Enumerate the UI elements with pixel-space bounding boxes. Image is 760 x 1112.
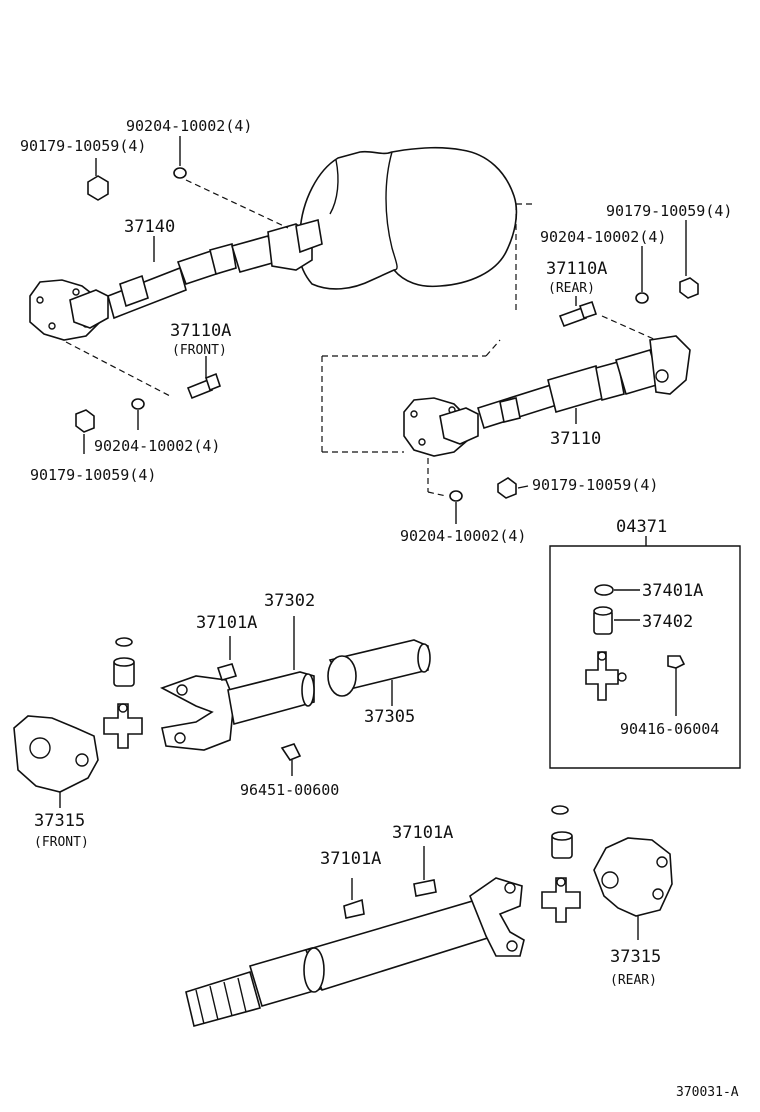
nut-icon — [679, 277, 699, 299]
grease-fitting-icon — [667, 655, 686, 716]
label-bolt-37110a-front: 37110A — [170, 321, 231, 341]
propeller-shaft-37140 — [29, 218, 323, 341]
transmission-housing — [297, 146, 518, 290]
label-yoke-37302: 37302 — [264, 591, 315, 611]
label-bolt-37110a-rear: 37110A — [546, 259, 607, 279]
label-left-nut-90179: 90179-10059(4) — [30, 466, 156, 484]
sleeve-37305 — [327, 639, 431, 706]
label-kit-04371: 04371 — [616, 517, 667, 537]
label-rear-tag: (REAR) — [548, 281, 595, 296]
bolt-front-icon — [186, 372, 221, 400]
washer-icon — [449, 490, 463, 502]
label-flange-front-tag: (FRONT) — [34, 835, 89, 850]
label-plate-37101a-upper: 37101A — [196, 613, 257, 633]
bolt-rear-icon — [558, 300, 598, 328]
flange-37315-front — [13, 715, 99, 808]
label-sleeve-37305: 37305 — [364, 707, 415, 727]
label-right-nut-90179-mid: 90179-10059(4) — [532, 476, 658, 494]
label-kit-90416: 90416-06004 — [620, 720, 719, 738]
label-top-washer-90204: 90204-10002(4) — [126, 117, 252, 135]
kit-04371-box — [549, 536, 741, 769]
flange-37315-rear — [593, 837, 673, 940]
hardware-top — [75, 167, 699, 502]
label-flange-rear-tag: (REAR) — [610, 973, 657, 988]
leader-lines-top — [83, 136, 687, 524]
label-left-washer-90204: 90204-10002(4) — [94, 437, 220, 455]
label-flange-37315-front: 37315 — [34, 811, 85, 831]
bearing-cup-icon — [593, 606, 613, 635]
washer-icon — [173, 167, 187, 179]
label-plate-37101a-lower-right: 37101A — [392, 823, 453, 843]
label-flange-37315-rear: 37315 — [610, 947, 661, 967]
label-kit-37401a: 37401A — [642, 581, 703, 601]
label-kit-37402: 37402 — [642, 612, 693, 632]
figure-code: 370031-A — [676, 1085, 739, 1100]
label-right-nut-90179-top: 90179-10059(4) — [606, 202, 732, 220]
label-shaft-37110: 37110 — [550, 429, 601, 449]
label-front-tag: (FRONT) — [172, 343, 227, 358]
universal-joint-left — [103, 637, 143, 749]
propeller-shaft-37110 — [403, 335, 691, 457]
propeller-shaft-lower — [185, 846, 525, 1027]
nut-icon — [497, 477, 517, 499]
label-plate-37101a-lower-left: 37101A — [320, 849, 381, 869]
universal-joint-right — [541, 805, 581, 923]
spider-icon — [585, 651, 627, 701]
label-top-nut-90179: 90179-10059(4) — [20, 137, 146, 155]
snap-ring-icon — [594, 584, 614, 596]
nut-icon — [87, 175, 109, 201]
yoke-37302 — [160, 616, 315, 751]
nut-icon — [75, 409, 95, 433]
washer-icon — [131, 398, 145, 410]
washer-icon — [635, 292, 649, 304]
label-fitting-96451: 96451-00600 — [240, 781, 339, 799]
fitting-96451-icon — [280, 743, 302, 776]
label-right-washer-90204-top: 90204-10002(4) — [540, 228, 666, 246]
label-shaft-37140: 37140 — [124, 217, 175, 237]
guide-lines-top — [65, 179, 657, 497]
label-mid-washer-90204: 90204-10002(4) — [400, 527, 526, 545]
